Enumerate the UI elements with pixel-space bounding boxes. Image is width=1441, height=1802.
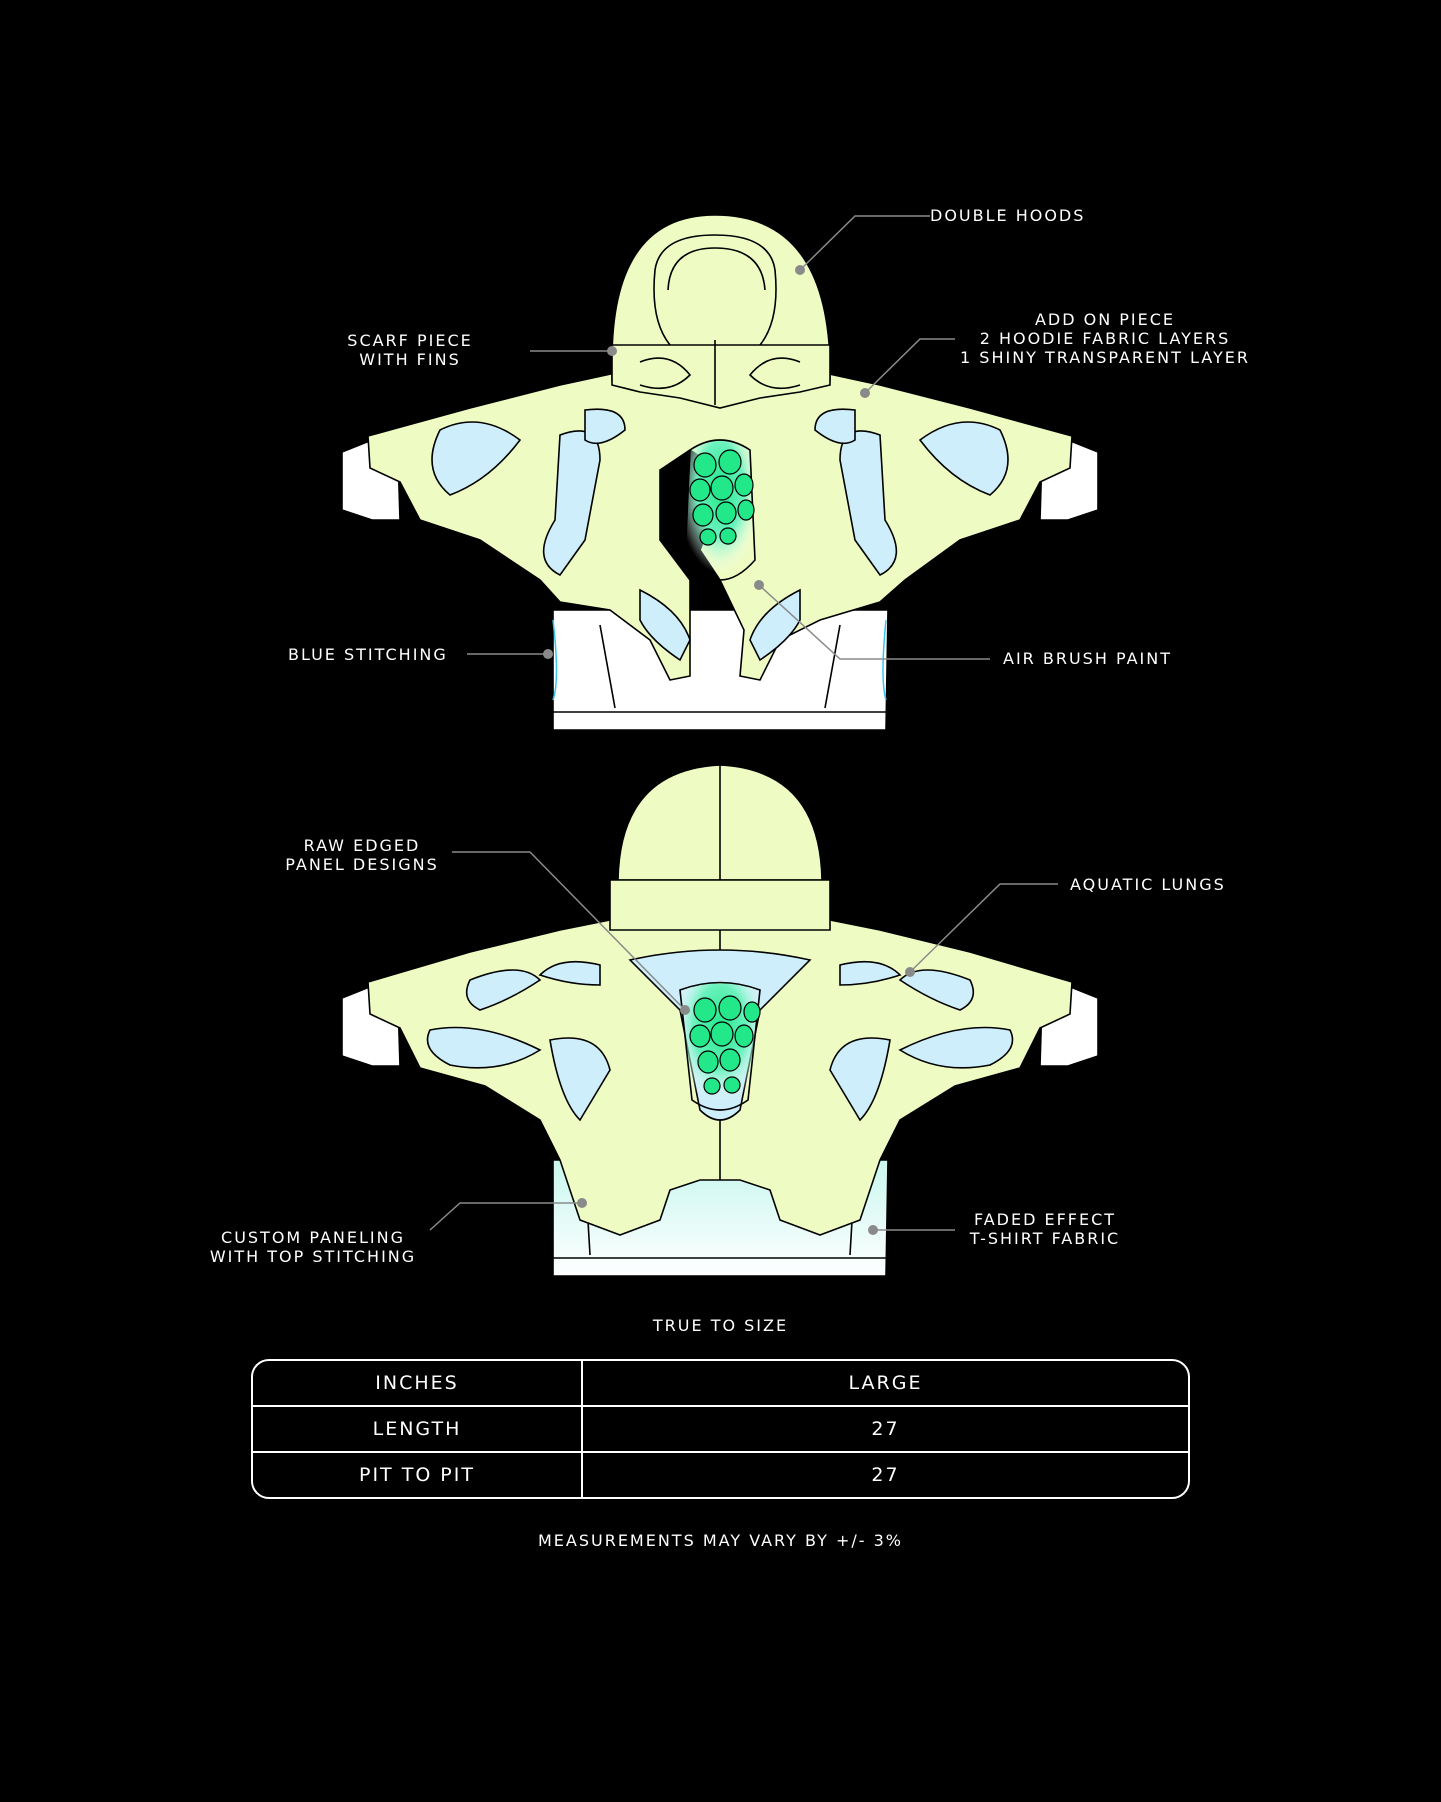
front-right-panel (839, 430, 898, 577)
table-header-row: INCHES LARGE (253, 1361, 1188, 1407)
leader-raw-edged (452, 851, 686, 1011)
size-caption: TRUE TO SIZE (652, 1316, 789, 1335)
leader-custom-paneling (429, 1202, 582, 1231)
row-label: LENGTH (253, 1405, 583, 1454)
size-chart-table: INCHES LARGE LENGTH 27 PIT TO PIT 27 (251, 1359, 1190, 1499)
callout-add-on-piece: ADD ON PIECE 2 HOODIE FABRIC LAYERS 1 SH… (960, 310, 1250, 367)
table-row: PIT TO PIT 27 (253, 1452, 1188, 1497)
table-row: LENGTH 27 (253, 1405, 1188, 1454)
callout-raw-edged: RAW EDGED PANEL DESIGNS (285, 836, 439, 874)
callout-faded-effect: FADED EFFECT T-SHIRT FABRIC (969, 1210, 1121, 1248)
callout-air-brush-paint: AIR BRUSH PAINT (1003, 649, 1172, 668)
front-left-panel (542, 430, 601, 577)
leader-double-hoods (799, 215, 930, 271)
back-hood-band (609, 879, 831, 931)
leader-dots (543, 265, 915, 1235)
row-value: 27 (871, 1464, 900, 1487)
leader-lines (429, 215, 1058, 1231)
header-cell: INCHES (253, 1361, 583, 1407)
leader-aquatic-lungs (909, 883, 1058, 973)
callout-aquatic-lungs: AQUATIC LUNGS (1070, 875, 1226, 894)
hoodie-front (341, 214, 1099, 731)
row-label: PIT TO PIT (253, 1452, 583, 1497)
header-cell: LARGE (582, 1361, 1188, 1407)
front-scarf (611, 344, 831, 409)
leader-air-brush (758, 584, 990, 660)
front-scale-cells (689, 449, 755, 546)
callout-custom-paneling: CUSTOM PANELING WITH TOP STITCHING (209, 1228, 417, 1266)
callout-blue-stitching: BLUE STITCHING (288, 645, 448, 664)
measurement-footnote: MEASUREMENTS MAY VARY BY +/- 3% (537, 1531, 904, 1550)
callout-double-hoods: DOUBLE HOODS (930, 206, 1086, 225)
hoodie-back (341, 764, 1099, 1277)
leader-add-on (864, 338, 955, 394)
callout-scarf-piece: SCARF PIECE WITH FINS (347, 331, 473, 369)
row-value: 27 (582, 1405, 1188, 1454)
back-scale-cells (689, 995, 761, 1095)
